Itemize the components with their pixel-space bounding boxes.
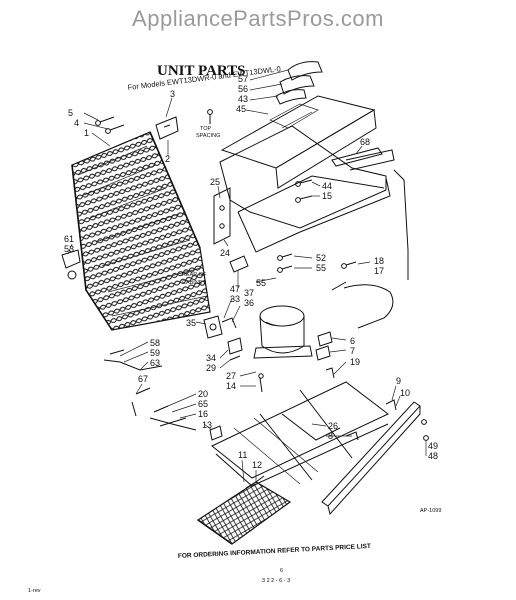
callout-59: 59 [150,348,160,358]
diagram-title: UNIT PARTS [157,63,246,79]
callout-4: 4 [74,118,79,128]
top-spacing-label-2: SPACING [196,133,220,139]
relay-bracket [213,187,231,245]
condenser-coil [71,131,211,331]
callout-3: 3 [170,89,175,99]
callout-12: 12 [252,460,262,470]
leader-lines [67,69,427,483]
callout-20: 20 [198,389,208,399]
callout-29: 29 [206,363,216,373]
coil-bracket [155,116,179,140]
tubing-right [331,169,409,329]
callout-44: 44 [322,181,332,191]
grommets-right [315,331,335,379]
ordering-footer: FOR ORDERING INFORMATION REFER TO PARTS … [178,543,371,560]
callout-47: 47 [230,284,240,294]
base-frame [211,381,389,487]
bottom-code: 3 2 2 - 6 - 3 [262,578,290,584]
callout-18: 18 [374,256,384,266]
callout-57: 57 [238,74,248,84]
screws-cabinet [277,179,357,273]
callout-19: 19 [350,357,360,367]
page-mark: 6 [280,568,283,574]
top-spacing-label-1: TOP [200,126,212,132]
rear-of-cabinet-label-1: REAR OF [182,272,207,278]
clip-13 [209,425,223,441]
callout-45: 45 [236,104,246,114]
compressor [253,305,313,359]
callout-2: 2 [165,154,170,164]
top-spacing-fastener [207,109,213,124]
overload-relay [203,315,223,339]
drawing-code: AP-1099 [420,508,441,514]
callout-1: 1 [84,128,89,138]
callout-17: 17 [374,266,384,276]
callout-13: 13 [202,420,212,430]
callout-58: 58 [150,338,160,348]
callout-67: 67 [138,374,148,384]
callout-55: 55 [316,263,326,273]
callout-labels: 5 4 1 3 2 57 56 43 45 TOP SPACING 68 25 … [64,74,438,470]
callout-35: 35 [186,318,196,328]
callout-55-lower: 55 [256,278,266,288]
callout-10: 10 [400,388,410,398]
shroud-pieces [275,61,323,105]
mount-bolt-14 [258,373,264,393]
callout-68: 68 [360,137,370,147]
callout-33: 33 [230,294,240,304]
trim-strip-68 [331,147,383,167]
callout-8: 8 [328,431,333,441]
connector-47 [229,255,249,273]
callout-49: 49 [428,441,438,451]
callout-26: 26 [328,421,338,431]
cabinet-top-cover [220,95,377,189]
callout-34: 34 [206,353,216,363]
rail-hardware [345,399,429,441]
screws-top-left [95,116,125,134]
callout-6: 6 [350,336,355,346]
side-rail [321,401,421,516]
callout-24: 24 [220,248,230,258]
callout-36: 36 [244,298,254,308]
callout-16: 16 [198,409,208,419]
compressor-parts-left [221,317,243,361]
callout-14: 14 [226,381,236,391]
callout-37: 37 [244,288,254,298]
callout-56: 56 [238,84,248,94]
cabinet-liner [219,125,395,253]
wiring-harness [103,349,197,431]
corner-mark: 1-rev [28,588,41,594]
callout-61: 61 [64,234,74,244]
callout-5: 5 [68,108,73,118]
callout-43: 43 [238,94,248,104]
drain-coil [196,475,292,545]
coil-clip [61,249,81,280]
callout-63: 63 [150,358,160,368]
callout-25: 25 [210,177,220,187]
callout-27: 27 [226,371,236,381]
callout-9: 9 [396,376,401,386]
callout-48: 48 [428,451,438,461]
callout-53: 53 [64,244,74,254]
callout-52: 52 [316,253,326,263]
watermark: AppliancePartsPros.com [132,6,384,31]
callout-11: 11 [238,450,247,460]
callout-65: 65 [198,399,208,409]
rear-of-cabinet-label-2: CABINET [182,280,206,286]
callout-7: 7 [350,346,355,356]
callout-15: 15 [322,191,332,201]
